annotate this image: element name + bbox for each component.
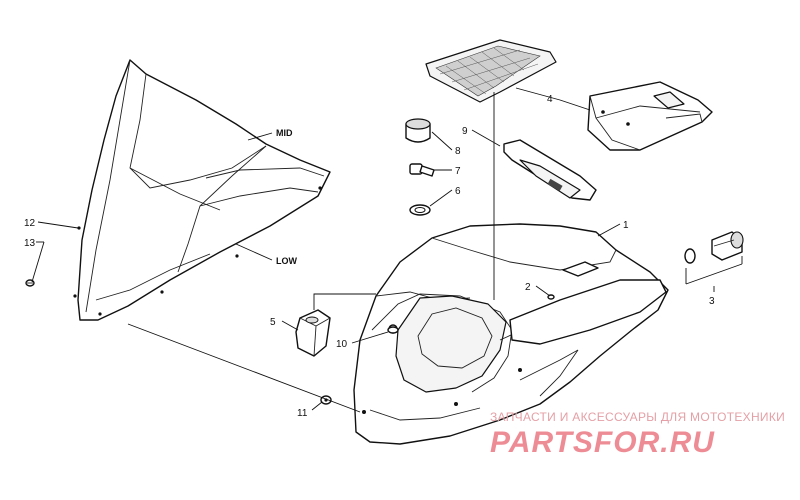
label-10: 10 (336, 339, 348, 350)
label-4: 4 (547, 94, 553, 105)
socket-assembly-3 (684, 231, 744, 264)
label-2: 2 (525, 282, 531, 293)
switch-5 (295, 309, 331, 357)
label-5: 5 (270, 317, 276, 328)
watermark: ЗАПЧАСТИ И АКСЕССУАРЫ ДЛЯ МОТОТЕХНИКИ PA… (490, 410, 785, 459)
bolt-10 (387, 326, 399, 334)
label-13: 13 (24, 238, 36, 249)
grille-screen (425, 39, 557, 103)
cap-8 (405, 118, 431, 143)
label-9: 9 (462, 126, 468, 137)
leader-lines (31, 87, 743, 413)
label-6: 6 (455, 186, 461, 197)
label-8: 8 (455, 146, 461, 157)
label-1: 1 (623, 220, 629, 231)
console-box (587, 81, 713, 151)
label-12: 12 (24, 218, 36, 229)
watermark-tagline: ЗАПЧАСТИ И АКСЕССУАРЫ ДЛЯ МОТОТЕХНИКИ (490, 410, 785, 424)
watermark-brand: PARTSFOR.RU (490, 426, 715, 459)
label-11: 11 (297, 408, 308, 419)
key-7 (409, 163, 435, 177)
label-mid: MID (276, 128, 293, 138)
windshield (73, 59, 331, 321)
label-low: LOW (276, 256, 297, 266)
hood-side (509, 279, 667, 345)
screw-13 (25, 279, 35, 287)
label-7: 7 (455, 166, 461, 177)
labels: MID LOW 12 13 8 7 6 9 4 1 2 3 5 10 11 (24, 94, 715, 419)
nut-6 (409, 204, 431, 216)
label-3: 3 (709, 296, 715, 307)
gauge (503, 139, 597, 201)
